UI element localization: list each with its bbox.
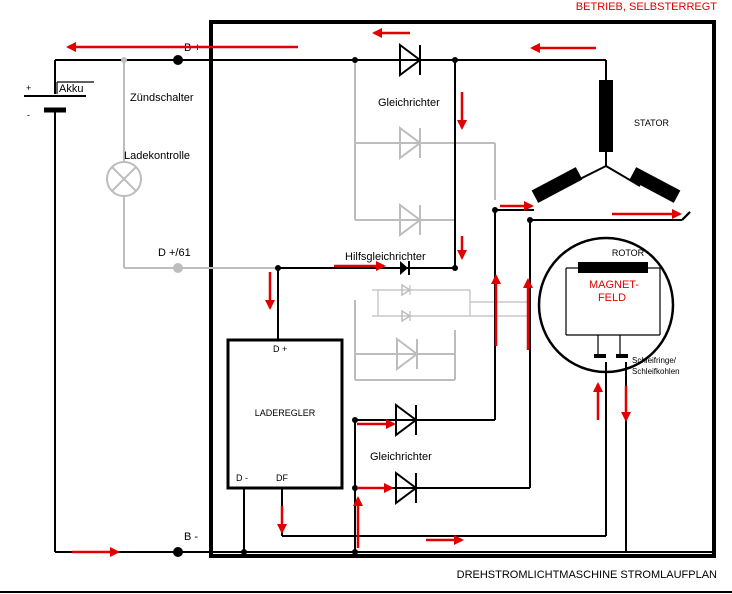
slip-rings-label-1: Schleifringe/ [632, 356, 677, 365]
inactive-rectifier-network [178, 60, 530, 381]
rotor-label: ROTOR [612, 248, 645, 258]
current-flow-arrows [66, 28, 682, 557]
regulator-name-label: LADEREGLER [255, 408, 316, 418]
slip-rings-label-2: Schleifkohlen [632, 367, 680, 376]
slip-ring-2 [616, 354, 628, 358]
magnetfeld-label-2: FELD [598, 292, 626, 304]
diode-icon [399, 43, 422, 77]
magnetfeld-label-1: MAGNET- [589, 279, 639, 291]
charge-lamp-circuit: Zündschalter Ladekontrolle D +/61 [106, 57, 194, 273]
b-minus-terminal [173, 547, 183, 557]
field-winding [578, 262, 648, 273]
footer-title: DREHSTROMLICHTMASCHINE STROMLAUFPLAN [457, 569, 717, 581]
slip-ring-1 [594, 354, 606, 358]
diode-icon [395, 403, 418, 437]
regulator-d-plus-label: D + [273, 344, 287, 354]
rotor: ROTOR MAGNET- FELD Schleifringe/ Schleif… [537, 236, 680, 376]
mode-label: BETRIEB, SELBSTERREGT [576, 1, 717, 13]
stator-label: STATOR [634, 118, 670, 128]
diode-icon [401, 309, 412, 323]
d-plus-61-label: D +/61 [158, 247, 191, 259]
diode-icon [399, 203, 422, 237]
stator: STATOR [531, 80, 681, 203]
diode-icon [395, 471, 418, 505]
ignition-switch-label: Zündschalter [130, 92, 194, 104]
battery-label: Akku [59, 83, 83, 95]
b-minus-label: B - [184, 531, 198, 543]
diode-icon [399, 126, 422, 160]
rotor-outline [537, 236, 675, 374]
bottom-rectifier-diode-2 [395, 471, 418, 505]
top-rectifier-diode [399, 43, 422, 77]
regulator-df-label: DF [276, 473, 288, 483]
aux-rectifier-label: Hilfsgleichrichter [345, 251, 426, 263]
bottom-rectifier-diode-1 [395, 403, 418, 437]
diode-icon [400, 261, 408, 275]
stator-winding-2 [531, 167, 583, 203]
active-wiring [178, 57, 691, 555]
diode-icon [401, 283, 412, 297]
battery-minus-label: - [27, 110, 30, 120]
charge-lamp-label: Ladekontrolle [124, 150, 190, 162]
stator-winding-3 [629, 167, 681, 203]
regulator-d-minus-label: D - [236, 473, 248, 483]
stator-winding-1 [599, 80, 613, 152]
auxiliary-diode [400, 261, 410, 275]
alternator-housing [209, 20, 716, 558]
rectifier-bottom-label: Gleichrichter [370, 451, 432, 463]
diode-icon [396, 337, 419, 371]
charge-regulator: D + LADEREGLER D - DF [226, 338, 344, 490]
rectifier-top-label: Gleichrichter [378, 97, 440, 109]
battery-plus-label: + [26, 83, 31, 93]
